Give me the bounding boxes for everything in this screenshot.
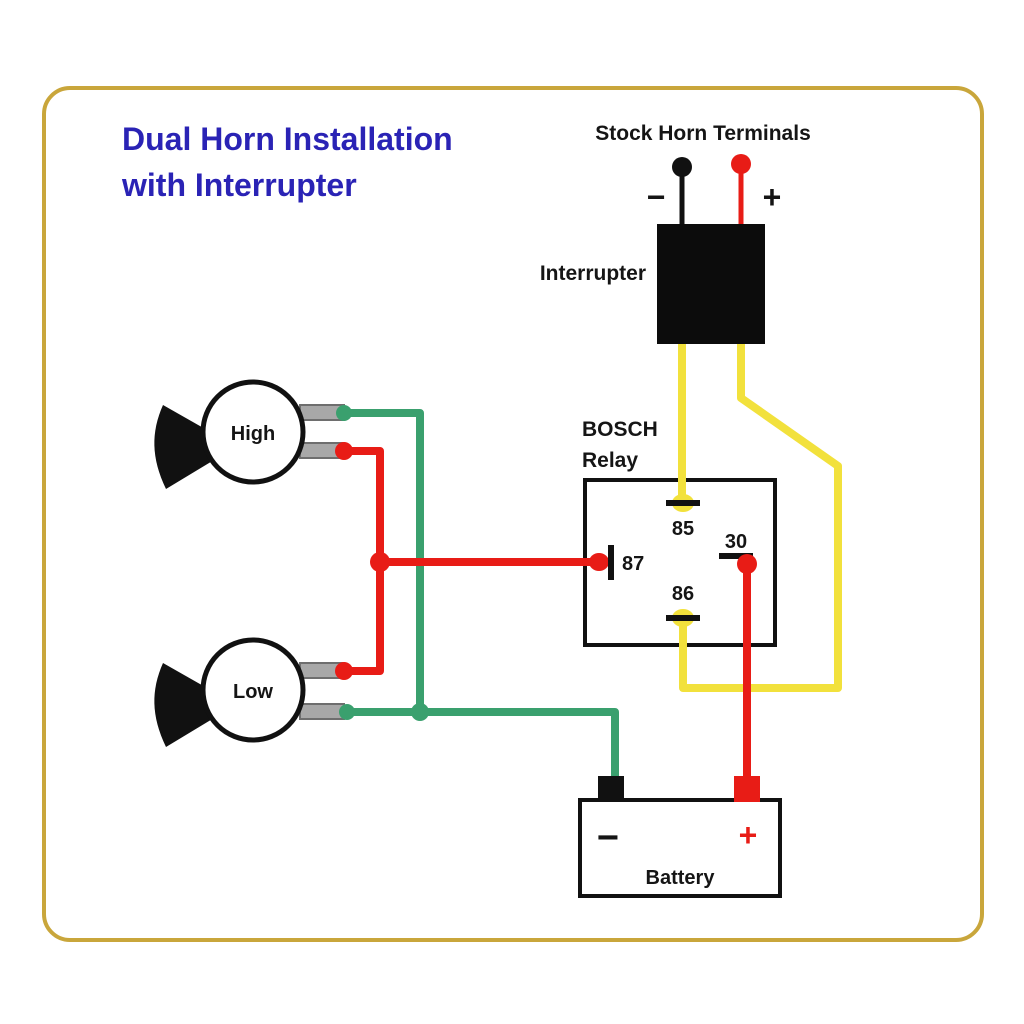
relay-name-label: BOSCH xyxy=(582,418,658,441)
green-wire-junction xyxy=(411,703,429,721)
relay-terminal-86-label: 86 xyxy=(672,583,694,605)
high-horn-red-terminal-dot xyxy=(335,442,353,460)
battery-positive-post xyxy=(734,776,760,802)
relay-terminal-87-blob xyxy=(589,553,609,571)
battery-negative-post xyxy=(598,776,624,802)
wire-green-low-horn-to-battery xyxy=(347,708,619,780)
battery-minus-sign: − xyxy=(597,817,619,859)
relay-terminal-30-blob xyxy=(737,554,757,574)
battery-plus-sign: + xyxy=(739,817,758,853)
low-horn-green-terminal-dot xyxy=(339,704,355,720)
relay-type-label: Relay xyxy=(582,449,638,472)
low-horn-terminal-bottom xyxy=(299,703,345,720)
interrupter-box xyxy=(657,224,765,344)
battery-box xyxy=(578,798,782,898)
page-title-line1: Dual Horn Installation xyxy=(122,121,453,157)
relay-terminal-86-bar xyxy=(666,615,700,621)
relay-terminal-85-label: 85 xyxy=(672,518,694,540)
high-horn-green-terminal-dot xyxy=(336,405,352,421)
stock-horn-plus-sign: + xyxy=(763,179,782,215)
wire-green-high-horn xyxy=(344,409,424,712)
battery-label: Battery xyxy=(646,867,716,889)
low-horn-label: Low xyxy=(233,681,273,703)
relay-terminal-85-bar xyxy=(666,500,700,506)
high-horn-label: High xyxy=(231,423,275,445)
high-horn-trumpet-icon xyxy=(154,405,214,489)
low-horn-trumpet-icon xyxy=(154,663,214,747)
stock-horn-negative-terminal xyxy=(672,157,692,177)
stock-horn-minus-sign: − xyxy=(647,179,666,215)
relay-terminal-30-label: 30 xyxy=(725,531,747,553)
low-horn-body xyxy=(200,637,306,743)
page-title-line2: with Interrupter xyxy=(121,167,357,203)
high-horn-body xyxy=(200,379,306,485)
relay-terminal-30-bar xyxy=(719,553,753,559)
interrupter-label: Interrupter xyxy=(540,262,646,285)
relay-terminal-87-bar xyxy=(608,545,614,580)
stock-horn-terminals-label: Stock Horn Terminals xyxy=(595,122,811,145)
wire-yellow-interrupter-to-86 xyxy=(679,344,842,692)
relay-terminal-87-label: 87 xyxy=(622,553,644,575)
low-horn-red-terminal-dot xyxy=(335,662,353,680)
stock-horn-positive-terminal xyxy=(731,154,751,174)
red-wire-junction xyxy=(370,552,390,572)
